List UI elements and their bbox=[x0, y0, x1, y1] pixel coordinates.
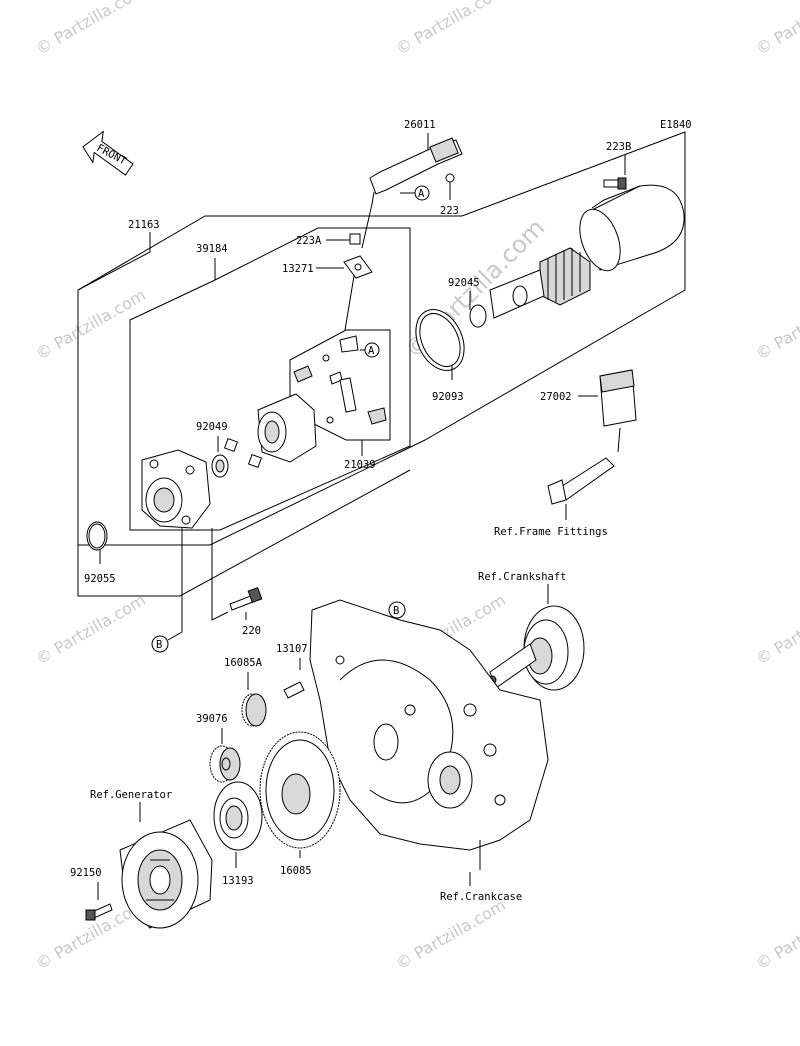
part-label-16085: 16085 bbox=[280, 865, 312, 877]
part-label-92045: 92045 bbox=[448, 277, 480, 289]
relay-bracket bbox=[547, 457, 615, 520]
pin-13107 bbox=[283, 681, 305, 699]
watermark: © Partzilla.com bbox=[33, 590, 149, 668]
generator-rotor bbox=[119, 819, 213, 929]
bolt-223 bbox=[445, 173, 455, 200]
part-label-21163: 21163 bbox=[128, 219, 160, 231]
part-label-16085a: 16085A bbox=[224, 657, 263, 669]
front-cover bbox=[141, 449, 211, 632]
part-label-13107: 13107 bbox=[276, 643, 308, 655]
assembly-outline bbox=[77, 131, 686, 597]
watermark: © Partzilla.com bbox=[753, 590, 800, 668]
part-label-92049: 92049 bbox=[196, 421, 228, 433]
seal-92049 bbox=[211, 454, 229, 478]
part-label-220: 220 bbox=[242, 625, 261, 637]
o-ring-92093 bbox=[415, 309, 465, 380]
callout-a-top: A bbox=[400, 185, 430, 201]
motor-yoke bbox=[579, 184, 685, 272]
watermark: © Partzilla.com bbox=[393, 895, 509, 973]
diagram-id: E1840 bbox=[660, 119, 692, 131]
bolt-223b bbox=[603, 177, 627, 190]
watermark: © Partzilla.com bbox=[753, 895, 800, 973]
part-label-92055: 92055 bbox=[84, 573, 116, 585]
watermark: © Partzilla.com bbox=[753, 285, 800, 363]
part-label-92093: 92093 bbox=[432, 391, 464, 403]
part-label-13193: 13193 bbox=[222, 875, 254, 887]
callout-a-mid: A bbox=[360, 342, 380, 358]
callout-b-right: B bbox=[388, 601, 406, 619]
gear-16085a bbox=[241, 693, 267, 727]
watermark: © Partzilla.com bbox=[33, 0, 149, 58]
part-label-223: 223 bbox=[440, 205, 459, 217]
end-housing bbox=[223, 393, 317, 469]
part-label-223b: 223B bbox=[606, 141, 631, 153]
callout-a-label: A bbox=[368, 345, 375, 357]
front-arrow: FRONT bbox=[82, 130, 134, 176]
part-label-27002: 27002 bbox=[540, 391, 572, 403]
screw-223a bbox=[349, 233, 361, 245]
armature bbox=[469, 247, 591, 328]
callout-b-label: B bbox=[156, 639, 162, 651]
part-label-39076: 39076 bbox=[196, 713, 228, 725]
wire-lead-26011 bbox=[344, 137, 463, 331]
crankcase bbox=[309, 599, 549, 886]
part-label-92150: 92150 bbox=[70, 867, 102, 879]
starter-relay-27002 bbox=[599, 369, 637, 453]
bolt-220 bbox=[229, 587, 263, 620]
ref-crankshaft: Ref.Crankshaft bbox=[478, 571, 567, 583]
ref-crankcase: Ref.Crankcase bbox=[440, 891, 522, 903]
part-label-39184: 39184 bbox=[196, 243, 228, 255]
ref-frame-fittings: Ref.Frame Fittings bbox=[494, 526, 608, 538]
crankshaft-part bbox=[487, 605, 585, 691]
callout-b-left: B bbox=[151, 631, 183, 653]
callout-b-label: B bbox=[393, 605, 399, 617]
watermark: © Partzilla.com bbox=[393, 0, 509, 58]
ref-generator: Ref.Generator bbox=[90, 789, 172, 801]
clutch-13193 bbox=[213, 781, 263, 868]
part-label-21039: 21039 bbox=[344, 459, 376, 471]
watermark: © Partzilla.com bbox=[753, 0, 800, 58]
gear-16085 bbox=[259, 731, 341, 858]
part-label-26011: 26011 bbox=[404, 119, 436, 131]
o-ring-92055 bbox=[86, 521, 108, 564]
plate-13271 bbox=[343, 255, 373, 279]
part-label-223a: 223A bbox=[296, 235, 322, 247]
part-label-13271: 13271 bbox=[282, 263, 314, 275]
bolt-92150 bbox=[85, 903, 113, 921]
callout-a-label: A bbox=[418, 188, 425, 200]
gear-39076 bbox=[209, 745, 241, 783]
watermark: © Partzilla.com bbox=[33, 285, 149, 363]
